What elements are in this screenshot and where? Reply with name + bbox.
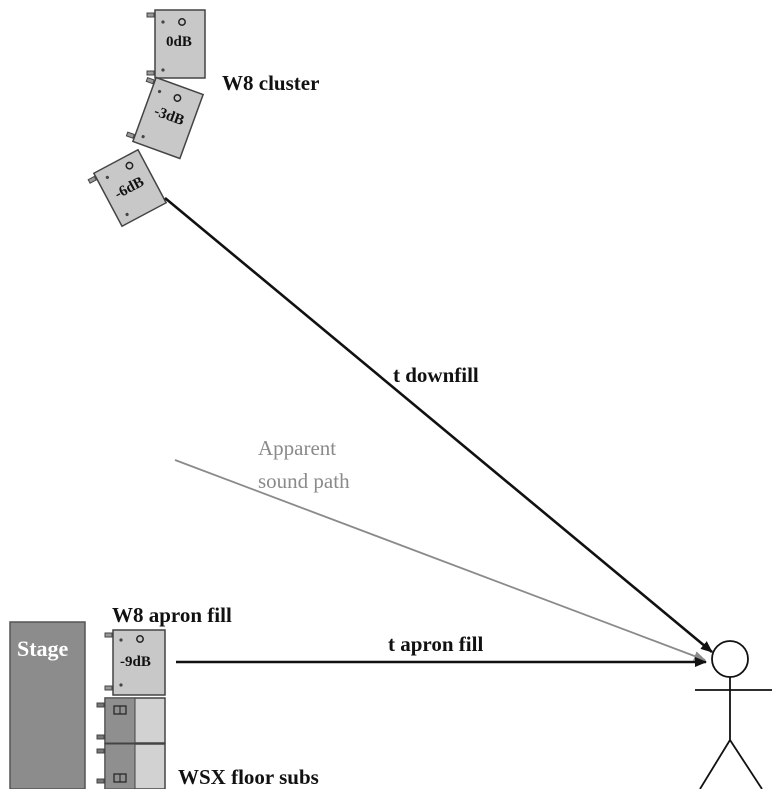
apron-fill-time-label: t apron fill [388,632,483,656]
listener-leg-left [699,739,731,789]
apparent-sound-path-arrow [174,459,706,661]
downfill-label: t downfill [393,363,479,387]
apron-fill-label: W8 apron fill [112,603,232,627]
listener-head [711,640,749,678]
speaker-0db: 0dB [146,9,206,79]
speaker-minus3db: -3dB [125,76,205,160]
downfill-path-arrow [164,196,713,654]
speaker-level-label: -9dB [120,654,151,670]
apparent-label-line1: Apparent [258,436,336,460]
floor-sub-upper [96,697,166,744]
cluster-label: W8 cluster [222,71,319,95]
listener-figure [695,640,772,789]
stage-label: Stage [17,636,69,661]
floor-sub-lower [96,743,166,789]
listener-leg-right [729,739,763,789]
floor-subs-label: WSX floor subs [178,765,319,789]
stage-block: Stage [9,621,86,789]
apparent-label-line2: sound path [258,469,350,493]
speaker-apron-fill: -9dB [104,629,166,696]
speaker-level-label: 0dB [166,34,192,50]
speaker-minus6db: -6dB [87,148,168,228]
